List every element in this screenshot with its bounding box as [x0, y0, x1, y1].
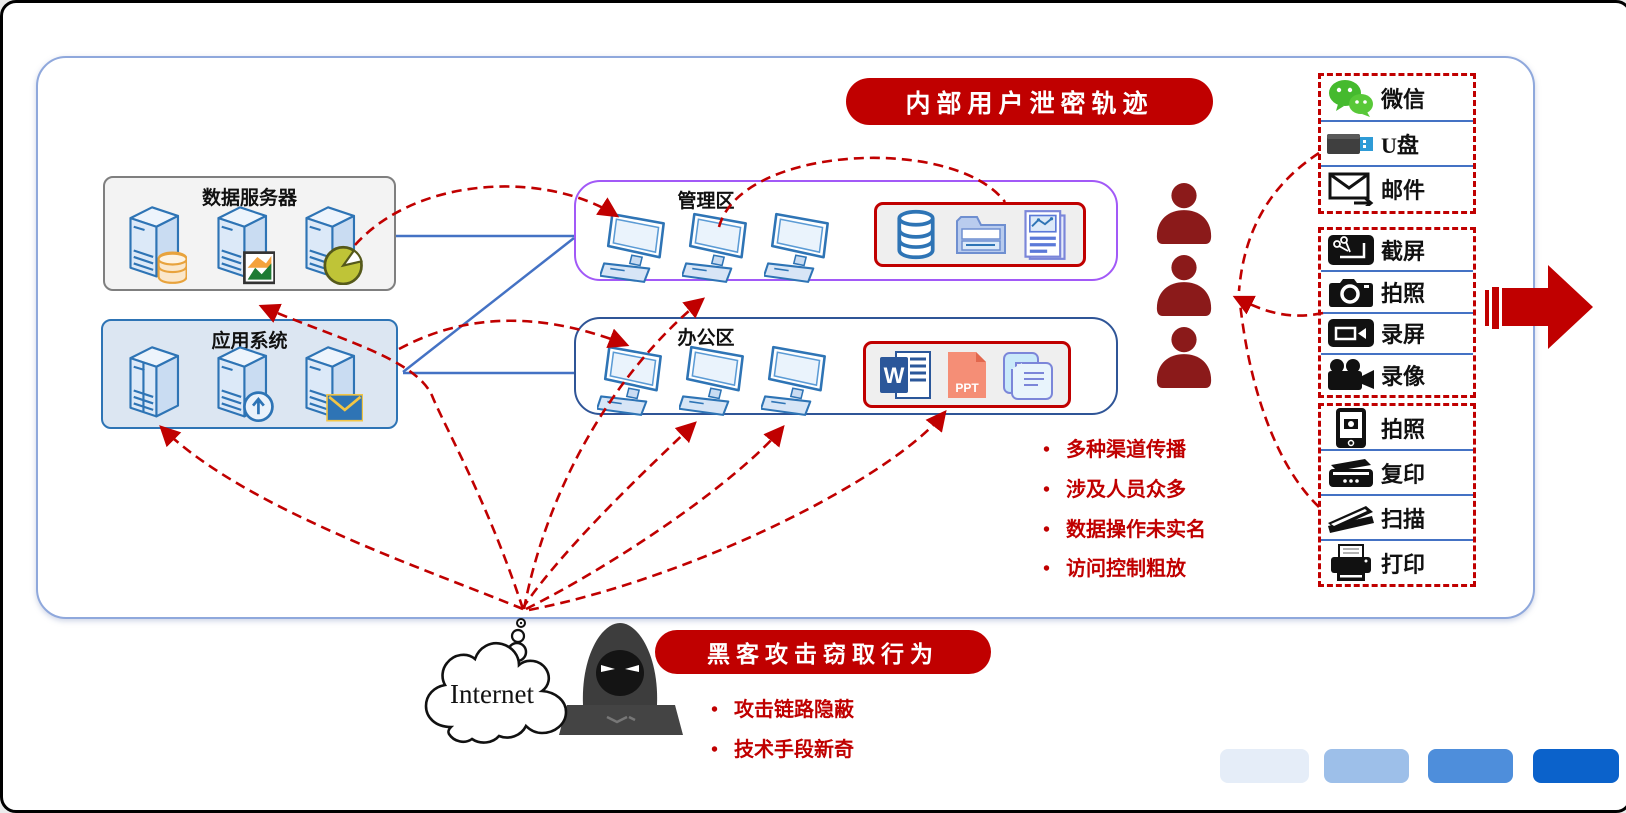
report-document-icon	[1024, 209, 1066, 260]
hacker-attack-banner-text: 黑客攻击窃取行为	[707, 642, 939, 667]
database-server-icon	[115, 203, 187, 284]
svg-text:W: W	[884, 363, 905, 388]
channel-label: 拍照	[1381, 416, 1426, 442]
office-computer-icon	[761, 343, 837, 417]
script-scroll-icon	[1003, 351, 1053, 400]
channel-label: 录像	[1381, 364, 1426, 390]
channel-label: 拍照	[1381, 280, 1426, 306]
internal-risk-item: 数据操作未实名	[1043, 513, 1206, 542]
management-computer-icon	[764, 210, 840, 284]
management-computer-icon	[600, 210, 676, 284]
folder-files-icon	[956, 215, 1006, 254]
svg-text:PPT: PPT	[955, 381, 979, 395]
insider-user-icon	[1153, 181, 1215, 247]
hacker-icon	[559, 623, 683, 735]
channel-label: 截屏	[1381, 238, 1426, 264]
gradient-square-4	[1533, 749, 1619, 783]
channel-row-print: 打印	[1321, 541, 1473, 584]
hacker-risk-item: 攻击链路隐蔽	[711, 693, 854, 722]
office-computer-icon	[679, 343, 755, 417]
channel-row-wechat: 微信	[1321, 76, 1473, 122]
channel-row-copy: 复印	[1321, 451, 1473, 496]
channel-label: 邮件	[1381, 178, 1426, 204]
exfiltration-arrow-icon	[1485, 265, 1593, 349]
email-icon	[1321, 172, 1381, 207]
channel-label: 微信	[1381, 86, 1426, 112]
channel-label: U盘	[1381, 132, 1419, 158]
wechat-icon	[1321, 79, 1381, 117]
tablet-camera-icon	[1321, 407, 1381, 449]
channel-row-video: 录像	[1321, 355, 1473, 395]
camera-icon	[1321, 277, 1381, 307]
internal-risk-item: 多种渠道传播	[1043, 433, 1186, 462]
channel-row-screenshot: 截屏	[1321, 230, 1473, 272]
scanner-icon	[1321, 503, 1381, 533]
channel-row-scan: 扫描	[1321, 496, 1473, 541]
office-computer-icon	[597, 343, 673, 417]
insider-user-icon	[1153, 325, 1215, 391]
usb-drive-icon	[1321, 131, 1381, 157]
video-camera-icon	[1321, 358, 1381, 392]
hacker-risk-item: 技术手段新奇	[711, 733, 854, 762]
leak-channel-group-network: 微信 U盘 邮件	[1318, 73, 1476, 214]
word-document-icon: W	[880, 350, 931, 399]
screenshot-icon	[1321, 234, 1381, 265]
mail-server-icon	[291, 343, 363, 422]
channel-row-tablet-photo: 拍照	[1321, 406, 1473, 451]
channel-label: 复印	[1381, 461, 1426, 487]
gradient-square-3	[1428, 749, 1513, 783]
zone-data-server-title: 数据服务器	[201, 188, 297, 209]
office-documents-box: W PPT	[863, 341, 1071, 408]
printer-icon	[1321, 543, 1381, 582]
update-server-icon	[203, 343, 274, 423]
channel-label: 扫描	[1381, 506, 1426, 532]
internet-cloud	[424, 618, 568, 744]
copier-icon	[1321, 457, 1381, 489]
management-data-assets-box	[874, 202, 1086, 267]
channel-label: 打印	[1381, 551, 1426, 577]
gradient-square-1	[1220, 749, 1309, 783]
internet-label: Internet	[450, 679, 534, 709]
channel-row-email: 邮件	[1321, 167, 1473, 211]
internal-risk-item: 访问控制粗放	[1043, 552, 1186, 581]
gradient-square-2	[1324, 749, 1409, 783]
hacker-attack-banner: 黑客攻击窃取行为	[655, 630, 991, 674]
database-icon	[897, 209, 935, 259]
chart-server-icon	[203, 203, 275, 285]
leak-channel-group-hardcopy: 拍照 复印 扫描	[1318, 403, 1476, 587]
channel-row-usb: U盘	[1321, 122, 1473, 168]
channel-row-screen-record: 录屏	[1321, 314, 1473, 356]
pie-chart-server-icon	[291, 203, 363, 285]
screen-record-icon	[1321, 319, 1381, 348]
leak-channel-group-capture: 截屏 拍照 录屏	[1318, 227, 1476, 398]
internal-leak-banner-text: 内部用户泄密轨迹	[905, 90, 1154, 118]
management-computer-icon	[682, 210, 758, 284]
channel-row-photo: 拍照	[1321, 272, 1473, 314]
internal-leak-banner: 内部用户泄密轨迹	[846, 78, 1213, 125]
internal-risk-item: 涉及人员众多	[1043, 473, 1186, 502]
channel-label: 录屏	[1381, 322, 1426, 348]
ppt-file-icon: PPT	[948, 351, 986, 398]
zone-management-title: 管理区	[677, 191, 735, 212]
insider-user-icon	[1153, 253, 1215, 319]
app-server-icon	[115, 343, 187, 425]
